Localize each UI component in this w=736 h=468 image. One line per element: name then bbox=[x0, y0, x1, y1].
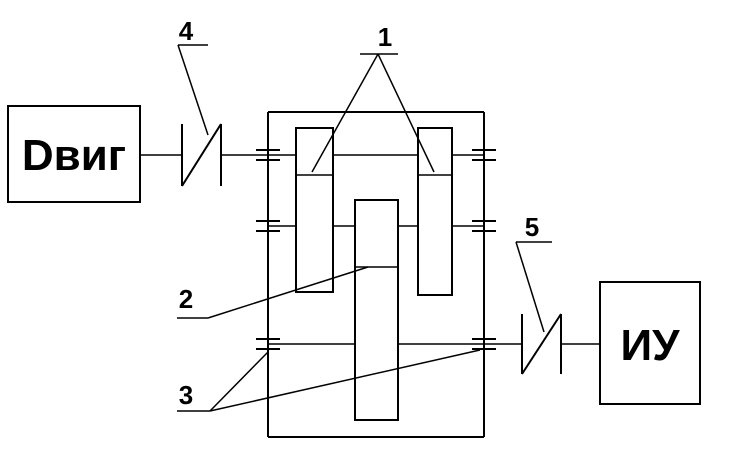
motor-label: Dвиг bbox=[22, 131, 126, 180]
actuator-label: ИУ bbox=[621, 321, 681, 370]
callout-2-label: 2 bbox=[179, 284, 193, 314]
input-coupling bbox=[181, 123, 222, 187]
callout-4: 4 bbox=[177, 16, 209, 136]
gear-middle bbox=[354, 199, 399, 421]
callout-3-label: 3 bbox=[179, 380, 193, 410]
callout-5: 5 bbox=[515, 212, 552, 333]
callout-5-leader bbox=[515, 241, 545, 333]
gear-right bbox=[417, 127, 453, 296]
gearbox-housing bbox=[267, 111, 485, 438]
callout-1-label: 1 bbox=[378, 22, 392, 52]
motor-box bbox=[7, 105, 141, 203]
bearings-right bbox=[472, 149, 496, 350]
output-coupling bbox=[521, 313, 562, 375]
callout-1: 1 bbox=[311, 22, 435, 173]
actuator-box bbox=[599, 281, 701, 405]
callout-2-leader bbox=[207, 266, 369, 319]
callout-2: 2 bbox=[177, 266, 369, 319]
motor-block: Dвиг bbox=[7, 105, 141, 203]
bearings-left bbox=[256, 149, 280, 350]
gear-left-body bbox=[295, 127, 334, 293]
callout-1-leader-right bbox=[377, 53, 435, 173]
gear-left bbox=[295, 127, 334, 293]
callout-3-leader-left bbox=[209, 351, 269, 412]
actuator-block: ИУ bbox=[599, 281, 701, 405]
callout-3: 3 bbox=[177, 349, 481, 412]
callout-5-label: 5 bbox=[525, 212, 539, 242]
gear-middle-body bbox=[354, 199, 399, 421]
callout-3-leader-right bbox=[209, 349, 481, 412]
gear-right-body bbox=[417, 127, 453, 296]
callout-4-leader bbox=[177, 44, 209, 136]
callout-1-leader-left bbox=[311, 53, 379, 173]
input-coupling-diagonal bbox=[181, 123, 222, 187]
output-coupling-diagonal bbox=[521, 313, 562, 375]
callout-4-label: 4 bbox=[179, 16, 194, 46]
